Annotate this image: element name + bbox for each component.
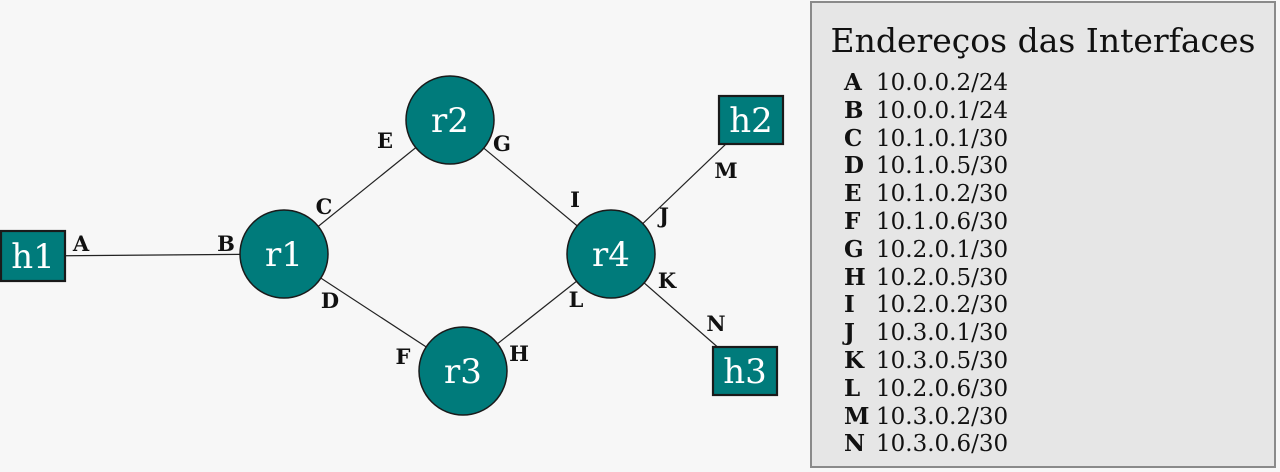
- address-letter: M: [844, 402, 870, 430]
- node-r1: r1: [239, 209, 329, 299]
- address-row: G 10.2.0.1/30: [844, 236, 1008, 264]
- address-value: 10.3.0.5/30: [876, 347, 1009, 374]
- address-row: B 10.0.0.1/24: [844, 97, 1008, 125]
- address-row: A 10.0.0.2/24: [844, 69, 1008, 97]
- node-h2: h2: [717, 94, 785, 146]
- node-label-r4: r4: [592, 235, 630, 275]
- address-row: I 10.2.0.2/30: [844, 291, 1008, 319]
- address-value: 10.1.0.6/30: [876, 208, 1009, 235]
- iface-label-J: J: [657, 203, 669, 228]
- address-value: 10.2.0.5/30: [876, 264, 1009, 291]
- address-value: 10.3.0.6/30: [876, 431, 1009, 458]
- address-row: H 10.2.0.5/30: [844, 264, 1008, 292]
- node-label-h1: h1: [11, 237, 55, 277]
- node-label-r1: r1: [265, 235, 303, 275]
- address-row: N 10.3.0.6/30: [844, 430, 1008, 458]
- iface-label-I: I: [570, 187, 580, 212]
- address-letter: B: [844, 96, 864, 124]
- iface-label-K: K: [658, 268, 677, 293]
- iface-label-L: L: [569, 287, 584, 312]
- iface-label-N: N: [706, 311, 725, 336]
- address-letter: H: [844, 263, 866, 291]
- node-r3: r3: [418, 326, 508, 416]
- address-row: F 10.1.0.6/30: [844, 208, 1008, 236]
- address-letter: D: [844, 152, 864, 180]
- address-letter: N: [844, 430, 866, 458]
- address-letter: A: [844, 69, 862, 96]
- address-letter: G: [844, 235, 864, 263]
- node-r2: r2: [405, 75, 495, 165]
- address-row: E 10.1.0.2/30: [844, 180, 1008, 208]
- address-letter: J: [844, 319, 855, 347]
- address-letter: K: [844, 346, 864, 374]
- iface-label-B: B: [217, 231, 235, 256]
- iface-label-E: E: [377, 128, 393, 153]
- address-value: 10.1.0.5/30: [876, 153, 1009, 180]
- address-row: K 10.3.0.5/30: [844, 347, 1008, 375]
- iface-label-M: M: [714, 158, 737, 183]
- address-letter: F: [844, 207, 861, 235]
- address-value: 10.1.0.2/30: [876, 181, 1009, 208]
- address-value: 10.2.0.2/30: [876, 292, 1009, 319]
- node-r4: r4: [566, 209, 656, 299]
- panel-title: Endereços das Interfaces: [830, 21, 1256, 60]
- address-row: J 10.3.0.1/30: [844, 319, 1008, 347]
- node-h3: h3: [711, 345, 779, 397]
- iface-label-D: D: [321, 288, 339, 313]
- node-label-r3: r3: [444, 352, 482, 392]
- node-label-r2: r2: [431, 101, 469, 141]
- node-h1: h1: [0, 229, 67, 283]
- address-value: 10.2.0.6/30: [876, 375, 1009, 402]
- address-row: C 10.1.0.1/30: [844, 125, 1008, 153]
- address-value: 10.0.0.2/24: [876, 70, 1009, 96]
- address-value: 10.1.0.1/30: [876, 125, 1009, 152]
- address-letter: L: [844, 374, 861, 402]
- address-value: 10.3.0.2/30: [876, 403, 1009, 430]
- address-row: L 10.2.0.6/30: [844, 375, 1008, 403]
- iface-label-H: H: [509, 341, 529, 366]
- iface-label-G: G: [493, 131, 511, 156]
- address-letter: E: [844, 180, 862, 208]
- address-letter: I: [844, 291, 855, 319]
- address-row: D 10.1.0.5/30: [844, 152, 1008, 180]
- node-label-h3: h3: [723, 352, 767, 392]
- address-value: 10.0.0.1/24: [876, 97, 1009, 124]
- address-letter: C: [844, 124, 863, 152]
- iface-label-A: A: [72, 231, 90, 256]
- address-value: 10.3.0.1/30: [876, 320, 1009, 347]
- network-diagram: h1 h2 h3 r1 r2 r3 r4 A B C E D F G I H L J M K N: [0, 75, 785, 416]
- address-value: 10.2.0.1/30: [876, 236, 1009, 263]
- iface-label-C: C: [316, 194, 333, 219]
- iface-label-F: F: [396, 344, 411, 369]
- node-label-h2: h2: [729, 101, 773, 141]
